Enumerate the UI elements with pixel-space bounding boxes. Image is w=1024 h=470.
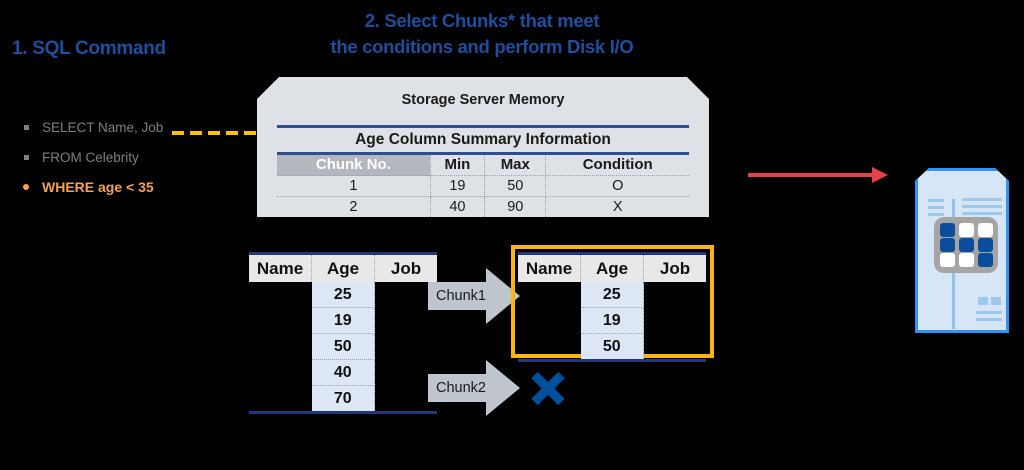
cell-min: 40 (430, 197, 484, 219)
dashed-connector-line (172, 131, 276, 135)
cell-age: 25 (311, 282, 375, 308)
cell-age: 19 (580, 307, 644, 334)
reject-x-icon (527, 367, 569, 409)
table-row: 1 19 50 O (277, 176, 689, 197)
chip-cell (959, 223, 974, 237)
cell-age: 50 (580, 333, 644, 361)
chip-cell (959, 253, 974, 267)
memory-chip-icon (934, 217, 998, 273)
chip-cell (978, 238, 993, 252)
table-row: 25 (518, 282, 706, 308)
column-header-max: Max (485, 154, 546, 176)
cell-max: 90 (485, 197, 546, 219)
table-row: 50 (249, 333, 438, 360)
cell-max: 50 (485, 176, 546, 197)
input-table-footer-rule (249, 411, 437, 418)
cell-name-empty (518, 308, 581, 334)
age-column-summary-table: Age Column Summary Information Chunk No.… (277, 125, 689, 220)
round-bullet-icon (23, 184, 29, 190)
chunk1-arrow: Chunk1 (428, 268, 520, 324)
disk-io-arrow-line (748, 173, 876, 177)
chip-cell (978, 253, 993, 267)
cell-chunk-no: 2 (277, 197, 430, 219)
table-row: 40 (249, 359, 438, 386)
cell-age: 19 (311, 307, 375, 334)
cell-job-empty (375, 334, 438, 360)
chunk2-arrow: Chunk2 (428, 360, 520, 416)
sql-line-where-text: WHERE age < 35 (42, 179, 154, 195)
chip-cell (978, 223, 993, 237)
page-title-step-2-line-2: the conditions and perform Disk I/O (330, 36, 634, 57)
summary-table-header-row: Chunk No. Min Max Condition (277, 154, 689, 176)
cell-job-empty (644, 308, 707, 334)
output-table-header-row: Name Age Job (518, 252, 706, 282)
chip-cell (940, 238, 955, 252)
chip-cell (959, 238, 974, 252)
table-row: 50 (518, 333, 707, 361)
cell-min: 19 (430, 176, 484, 197)
cell-name-empty (518, 282, 581, 308)
sql-line-select-text: SELECT Name, Job (42, 119, 164, 135)
table-row: 25 (249, 282, 437, 308)
output-table-footer-rule (518, 359, 706, 366)
input-data-table: Name Age Job 25 19 50 40 70 (249, 252, 437, 418)
chip-cell (940, 223, 955, 237)
cell-age: 40 (311, 359, 375, 386)
cell-name-empty (249, 386, 312, 413)
column-header-job: Job (643, 252, 706, 282)
chunk2-label: Chunk2 (436, 380, 486, 396)
column-header-chunk-no: Chunk No. (277, 154, 430, 176)
cell-name-empty (249, 334, 312, 360)
column-header-name: Name (249, 252, 312, 282)
cell-age: 25 (580, 282, 644, 308)
cell-age: 70 (311, 385, 375, 413)
sql-line-where: WHERE age < 35 (18, 172, 233, 202)
cell-condition: X (546, 197, 689, 219)
table-row: 2 40 90 X (277, 197, 689, 219)
column-header-min: Min (430, 154, 484, 176)
cell-condition: O (546, 176, 689, 197)
cell-job-empty (375, 386, 438, 413)
storage-panel-title: Storage Server Memory (401, 92, 565, 108)
output-data-table: Name Age Job 25 19 50 (518, 252, 706, 366)
sql-line-from: FROM Celebrity (18, 142, 233, 172)
column-header-age: Age (311, 252, 375, 282)
sql-query-list: SELECT Name, Job FROM Celebrity WHERE ag… (18, 112, 233, 202)
chunk1-label: Chunk1 (436, 288, 486, 304)
cell-age: 50 (311, 333, 375, 360)
input-table-header-row: Name Age Job (249, 252, 437, 282)
column-header-condition: Condition (546, 154, 689, 176)
ssd-device-icon (915, 168, 1009, 333)
cell-name-empty (518, 334, 581, 361)
page-title-step-2: 2. Select Chunks* that meet the conditio… (262, 8, 702, 60)
square-bullet-icon (24, 125, 29, 130)
sql-line-select: SELECT Name, Job (18, 112, 233, 142)
disk-io-arrowhead-icon (872, 167, 888, 183)
sql-line-from-text: FROM Celebrity (42, 149, 139, 165)
cell-chunk-no: 1 (277, 176, 430, 197)
column-header-name: Name (518, 252, 581, 282)
page-title-step-2-line-1: 2. Select Chunks* that meet (364, 10, 600, 31)
page-title-step-1: 1. SQL Command (12, 38, 166, 59)
cell-name-empty (249, 282, 312, 308)
cell-job-empty (644, 282, 707, 308)
table-row: 19 (249, 307, 438, 334)
cell-job-empty (375, 282, 438, 308)
table-row: 70 (249, 385, 438, 413)
chip-cell (940, 253, 955, 267)
square-bullet-icon (24, 155, 29, 160)
cell-name-empty (249, 308, 312, 334)
summary-table-title: Age Column Summary Information (277, 127, 689, 154)
summary-table-title-row: Age Column Summary Information (277, 127, 689, 154)
column-header-age: Age (580, 252, 644, 282)
storage-server-memory-panel: Storage Server Memory Age Column Summary… (257, 77, 709, 217)
table-row: 19 (518, 307, 707, 334)
cell-job-empty (644, 334, 707, 361)
cell-job-empty (375, 360, 438, 386)
cell-name-empty (249, 360, 312, 386)
column-header-job: Job (374, 252, 437, 282)
cell-job-empty (375, 308, 438, 334)
